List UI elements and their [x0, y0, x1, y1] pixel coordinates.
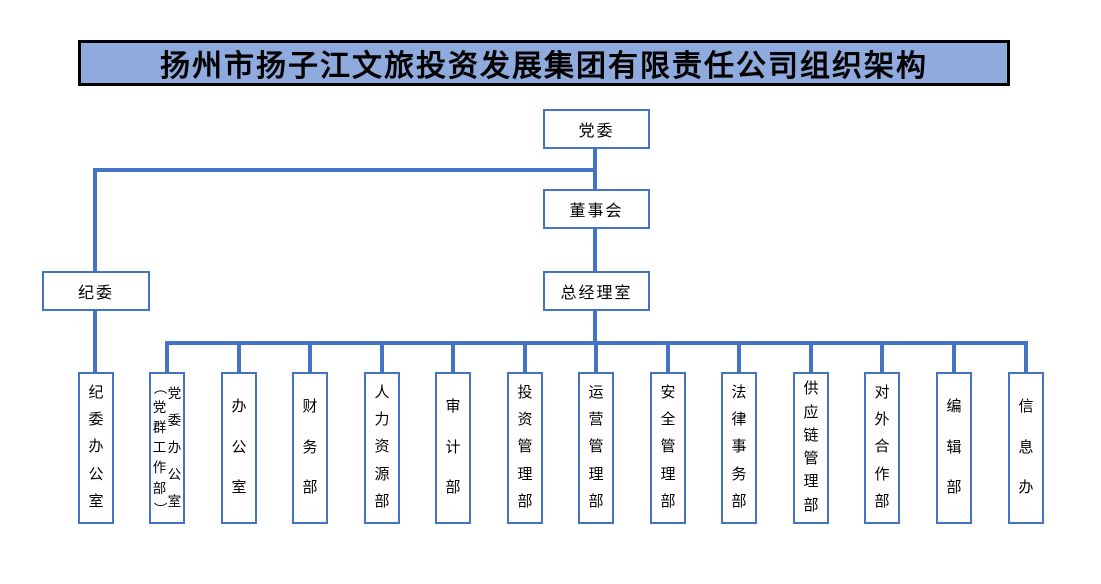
dept-box-editorial: 编辑部: [936, 372, 972, 524]
dept-box-human-resources: 人力资源部: [364, 372, 400, 524]
connector-stub: [1024, 343, 1028, 374]
dept-box-general-office: 办公室: [221, 372, 257, 524]
dept-label: 审计部: [445, 398, 461, 497]
dept-label: 法律事务部: [731, 385, 747, 510]
dept-label: 信息办: [1018, 398, 1034, 497]
node-label: 董事会: [569, 203, 624, 220]
connector-gm-bus: [593, 309, 597, 345]
connector-stub: [594, 343, 598, 374]
connector-stub: [165, 343, 169, 374]
dept-box-party-office: （党群工作部） 党委办公室: [149, 372, 185, 524]
dept-box-information-office: 信息办: [1008, 372, 1044, 524]
dept-box-supply-chain-management: 供应链管理部: [793, 372, 829, 524]
connector-stub: [880, 343, 884, 374]
connector-stub: [451, 343, 455, 374]
dept-box-legal-affairs: 法律事务部: [721, 372, 757, 524]
connector-jiwei-drop: [93, 168, 97, 273]
connector-board-gm: [593, 227, 597, 273]
node-box-discipline-committee: 纪委: [42, 271, 150, 311]
dept-label: 安全管理部: [660, 385, 676, 510]
dept-box-external-cooperation: 对外合作部: [864, 372, 900, 524]
dept-label: 编辑部: [946, 398, 962, 497]
dept-label: 人力资源部: [374, 385, 390, 510]
connector-stub: [308, 343, 312, 374]
connector-jiwei-office: [93, 309, 97, 373]
page-title: 扬州市扬子江文旅投资发展集团有限责任公司组织架构: [160, 50, 928, 83]
title-bar: 扬州市扬子江文旅投资发展集团有限责任公司组织架构: [78, 40, 1010, 86]
dept-box-discipline-office: 纪委办公室: [78, 372, 114, 524]
connector-stub: [380, 343, 384, 374]
connector-stub: [809, 343, 813, 374]
node-label: 纪委: [77, 285, 114, 302]
dept-label: 办公室: [231, 398, 247, 497]
connector-party-jiwei-horizontal: [93, 168, 597, 172]
dept-label: 投资管理部: [517, 385, 533, 510]
dept-label: 财务部: [302, 398, 318, 497]
dept-box-audit: 审计部: [435, 372, 471, 524]
dept-label: 供应链管理部: [803, 381, 819, 514]
dept-label-secondary: （党群工作部）: [152, 380, 168, 516]
dept-label: 党委办公室: [167, 386, 182, 510]
dept-box-safety-management: 安全管理部: [650, 372, 686, 524]
node-box-board-of-directors: 董事会: [543, 189, 650, 229]
node-label: 总经理室: [560, 285, 633, 302]
node-box-party-committee: 党委: [543, 109, 650, 149]
node-label: 党委: [578, 123, 615, 140]
connector-stub: [666, 343, 670, 374]
connector-stub: [523, 343, 527, 374]
connector-stub: [737, 343, 741, 374]
dept-box-finance: 财务部: [292, 372, 328, 524]
dept-box-investment-management: 投资管理部: [507, 372, 543, 524]
dept-label: 运营管理部: [588, 385, 604, 510]
dept-box-operations-management: 运营管理部: [578, 372, 614, 524]
connector-stub: [952, 343, 956, 374]
connector-stub: [237, 343, 241, 374]
dept-label: 纪委办公室: [88, 385, 104, 510]
dept-label: 对外合作部: [874, 385, 890, 510]
node-box-general-manager-office: 总经理室: [543, 271, 650, 311]
